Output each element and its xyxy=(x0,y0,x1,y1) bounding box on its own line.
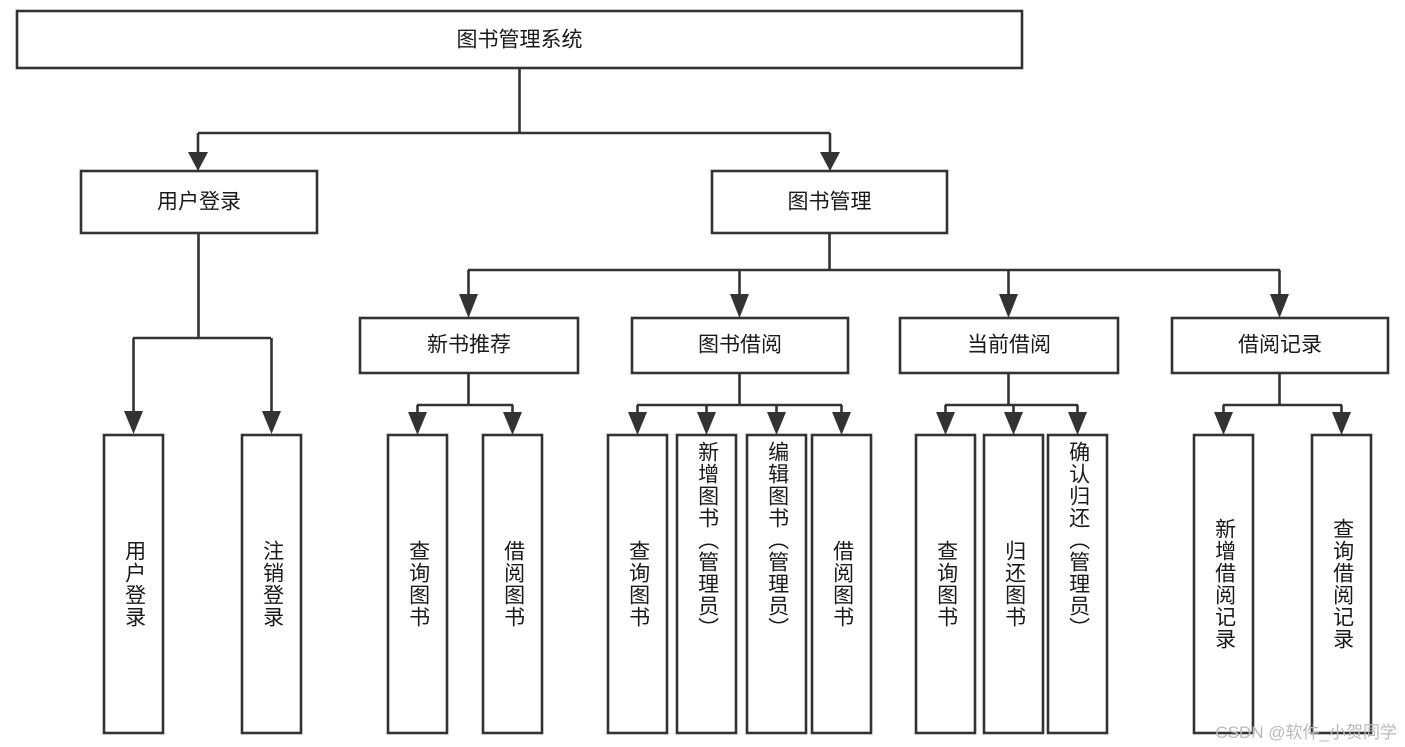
arrow-leaf-cb-return xyxy=(1004,412,1023,435)
edges-layer xyxy=(124,68,1351,435)
nodes-layer: 图书管理系统 用户登录 图书管理 新书推荐 图书借阅 当前借阅 借阅记录 xyxy=(15,9,1390,735)
leaf-box-cb-confirm-return[interactable] xyxy=(1046,433,1109,735)
arrow-leaf-bb-query xyxy=(628,412,647,435)
arrow-leaf-logout xyxy=(262,411,281,434)
arrow-leaf-cb-query xyxy=(936,412,955,435)
leaf-box-nb-query-book[interactable] xyxy=(386,433,449,735)
node-current-borrow-label: 当前借阅 xyxy=(967,334,1051,357)
arrow-leaf-nb-query xyxy=(408,412,427,435)
leaf-box-bb-borrow-book[interactable] xyxy=(810,433,873,735)
arrow-new-book xyxy=(459,294,478,318)
arrow-leaf-nb-borrow xyxy=(503,412,522,435)
leaf-box-logout[interactable] xyxy=(240,433,303,735)
arrow-leaf-cb-confirm xyxy=(1068,412,1087,435)
leaf-box-user-login[interactable] xyxy=(102,433,165,735)
leaf-box-nb-borrow-book[interactable] xyxy=(481,433,544,735)
csdn-watermark: CSDN @软件_小贺同学 xyxy=(1215,723,1397,742)
leaf-box-br-add-record[interactable] xyxy=(1192,433,1255,735)
leaf-box-cb-query-book[interactable] xyxy=(914,433,977,735)
arrow-leaf-user-login xyxy=(124,411,143,434)
node-user-login-label: 用户登录 xyxy=(157,191,241,214)
node-current-borrow-box[interactable] xyxy=(898,316,1120,375)
node-root-box[interactable] xyxy=(15,9,1024,70)
node-new-book-box[interactable] xyxy=(358,316,580,375)
arrow-leaf-br-query xyxy=(1332,412,1351,435)
node-book-manage-box[interactable] xyxy=(710,169,949,235)
node-book-manage-label: 图书管理 xyxy=(788,191,872,214)
arrow-borrow-record xyxy=(1270,294,1289,318)
arrow-leaf-bb-edit xyxy=(767,412,786,435)
arrow-current-borrow xyxy=(999,294,1018,318)
arrow-leaf-br-add xyxy=(1214,412,1233,435)
node-book-borrow-label: 图书借阅 xyxy=(698,334,782,357)
leaf-box-bb-add-book[interactable] xyxy=(675,433,738,735)
arrow-book-borrow xyxy=(730,294,749,318)
arrow-to-book-manage xyxy=(820,152,840,171)
node-borrow-record-label: 借阅记录 xyxy=(1238,334,1322,357)
node-book-borrow-box[interactable] xyxy=(630,316,850,375)
leaf-box-bb-edit-book[interactable] xyxy=(745,433,808,735)
leaf-box-bb-query-book[interactable] xyxy=(606,433,669,735)
arrow-leaf-bb-borrow xyxy=(832,412,851,435)
arrow-to-user-login xyxy=(188,152,208,171)
node-user-login-box[interactable] xyxy=(79,169,319,235)
leaf-box-br-query-record[interactable] xyxy=(1310,433,1373,735)
node-borrow-record-box[interactable] xyxy=(1170,316,1390,375)
leaf-box-cb-return-book[interactable] xyxy=(982,433,1045,735)
node-new-book-label: 新书推荐 xyxy=(427,334,511,357)
arrow-leaf-bb-add xyxy=(697,412,716,435)
node-root-label: 图书管理系统 xyxy=(457,29,583,52)
